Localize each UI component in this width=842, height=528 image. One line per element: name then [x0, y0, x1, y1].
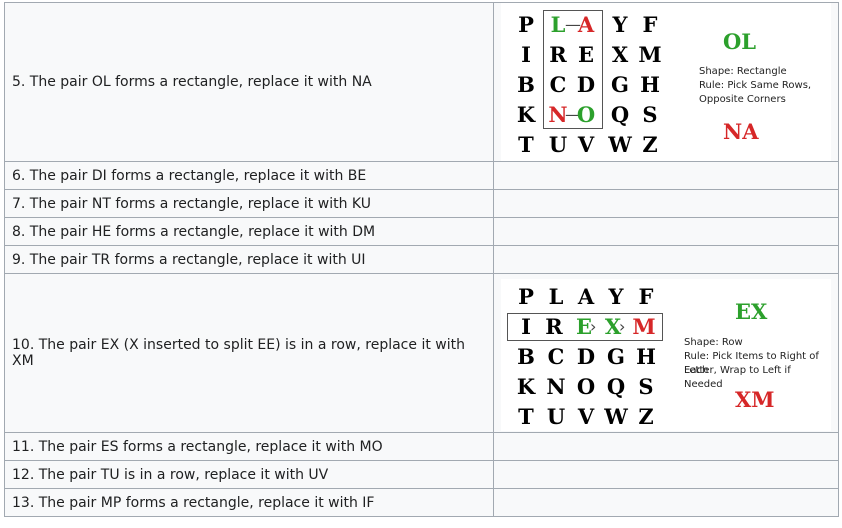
figure-cell — [493, 488, 839, 517]
grid-letter: S — [638, 373, 654, 399]
grid-letter: B — [517, 343, 535, 369]
step-description: 8. The pair HE forms a rectangle, replac… — [4, 217, 494, 246]
step-description: 13. The pair MP forms a rectangle, repla… — [4, 488, 494, 517]
arrow-right: › — [590, 316, 597, 336]
grid-letter-highlight: L — [550, 12, 566, 37]
figure-cell — [493, 161, 839, 190]
grid-letter-highlight: M — [632, 313, 656, 339]
grid-letter: T — [518, 132, 534, 157]
grid-letter: U — [548, 132, 568, 157]
rule-text: Rule: Pick Same Rows, — [699, 80, 812, 91]
grid-letter: Z — [642, 132, 658, 157]
grid-letter: G — [607, 343, 625, 369]
grid-letter: E — [577, 42, 594, 67]
step-description: 7. The pair NT forms a rectangle, replac… — [4, 189, 494, 218]
grid-letter: T — [518, 403, 534, 429]
grid-letter: F — [642, 12, 658, 37]
grid-letter-highlight: O — [576, 102, 596, 127]
rectangle-rule-figure: P L — A Y F I R E X M B C D G — [501, 3, 831, 161]
row-rule-figure: P L A Y F I R E › X › M B C D — [501, 278, 831, 431]
figure-cell: P L — A Y F I R E X M B C D G — [493, 2, 839, 162]
grid-letter-highlight: E — [575, 313, 592, 339]
figure-cell — [493, 460, 839, 489]
table-row: 8. The pair HE forms a rectangle, replac… — [4, 217, 839, 246]
grid-letter: W — [608, 132, 632, 157]
table-row: 13. The pair MP forms a rectangle, repla… — [4, 488, 839, 517]
grid-letter: S — [642, 102, 658, 127]
input-pair: OL — [723, 29, 757, 54]
grid-letter: B — [517, 72, 535, 97]
grid-letter: A — [577, 283, 595, 309]
grid-letter: H — [636, 343, 656, 369]
rule-shape: Shape: Row — [684, 336, 743, 348]
step-description: 6. The pair DI forms a rectangle, replac… — [4, 161, 494, 190]
table-row: 12. The pair TU is in a row, replace it … — [4, 460, 839, 489]
rule-text: Rule: Pick Items to Right of Each — [684, 350, 819, 376]
grid-letter-highlight: X — [604, 313, 622, 339]
grid-letter: Z — [638, 403, 654, 429]
grid-letter: X — [611, 42, 629, 67]
step-description: 9. The pair TR forms a rectangle, replac… — [4, 245, 494, 274]
figure-cell: P L A Y F I R E › X › M B C D — [493, 273, 839, 433]
figure-cell — [493, 245, 839, 274]
grid-letter: O — [576, 373, 596, 399]
arrow-right: › — [619, 316, 626, 336]
grid-letter: L — [548, 283, 564, 309]
table-row: 5. The pair OL forms a rectangle, replac… — [4, 2, 839, 162]
grid-letter: Q — [610, 102, 630, 127]
figure-cell — [493, 189, 839, 218]
step-description: 10. The pair EX (X inserted to split EE)… — [4, 273, 494, 433]
output-pair: XM — [735, 386, 775, 412]
grid-letter: R — [549, 42, 567, 67]
playfair-steps-table: 5. The pair OL forms a rectangle, replac… — [4, 2, 839, 517]
grid-letter: V — [577, 132, 595, 157]
grid-letter: I — [521, 42, 531, 67]
key-square: P L — A Y F I R E X M B C D G — [503, 10, 663, 157]
table-row: 9. The pair TR forms a rectangle, replac… — [4, 245, 839, 274]
figure-cell — [493, 217, 839, 246]
grid-letter: C — [549, 72, 567, 97]
grid-letter: K — [516, 102, 536, 127]
row-outline — [507, 312, 663, 341]
rectangle-outline — [543, 10, 603, 129]
table-row: 11. The pair ES forms a rectangle, repla… — [4, 432, 839, 461]
table-row: 6. The pair DI forms a rectangle, replac… — [4, 161, 839, 190]
key-square: P L A Y F I R E › X › M B C D — [503, 283, 663, 428]
grid-letter: K — [516, 373, 536, 399]
step-description: 12. The pair TU is in a row, replace it … — [4, 460, 494, 489]
grid-letter: C — [547, 343, 565, 369]
input-pair: EX — [735, 298, 768, 324]
grid-letter-highlight: N — [548, 102, 568, 127]
grid-letter: Y — [608, 283, 624, 309]
grid-letter: F — [638, 283, 654, 309]
rule-shape: Shape: Rectangle — [699, 66, 787, 77]
grid-letter: P — [518, 12, 534, 37]
grid-letter-highlight: A — [577, 12, 595, 37]
grid-letter: R — [545, 313, 563, 339]
rule-text: Letter, Wrap to Left if Needed — [684, 364, 791, 390]
grid-letter: H — [640, 72, 660, 97]
connector-line: — — [565, 15, 581, 34]
grid-letter: N — [546, 373, 566, 399]
rule-text: Opposite Corners — [699, 94, 786, 105]
grid-letter: G — [611, 72, 629, 97]
grid-letter: M — [638, 42, 662, 67]
grid-letter: D — [576, 343, 596, 369]
grid-letter: P — [518, 283, 534, 309]
output-pair: NA — [723, 119, 759, 144]
grid-letter: W — [604, 403, 628, 429]
step-description: 5. The pair OL forms a rectangle, replac… — [4, 2, 494, 162]
grid-letter: I — [521, 313, 531, 339]
grid-letter: Q — [606, 373, 626, 399]
grid-letter: D — [576, 72, 596, 97]
step-description: 11. The pair ES forms a rectangle, repla… — [4, 432, 494, 461]
table-row: 10. The pair EX (X inserted to split EE)… — [4, 273, 839, 433]
grid-letter: U — [546, 403, 566, 429]
grid-letter: Y — [612, 12, 628, 37]
figure-cell — [493, 432, 839, 461]
connector-line: — — [565, 105, 581, 124]
grid-letter: V — [577, 403, 595, 429]
table-row: 7. The pair NT forms a rectangle, replac… — [4, 189, 839, 218]
